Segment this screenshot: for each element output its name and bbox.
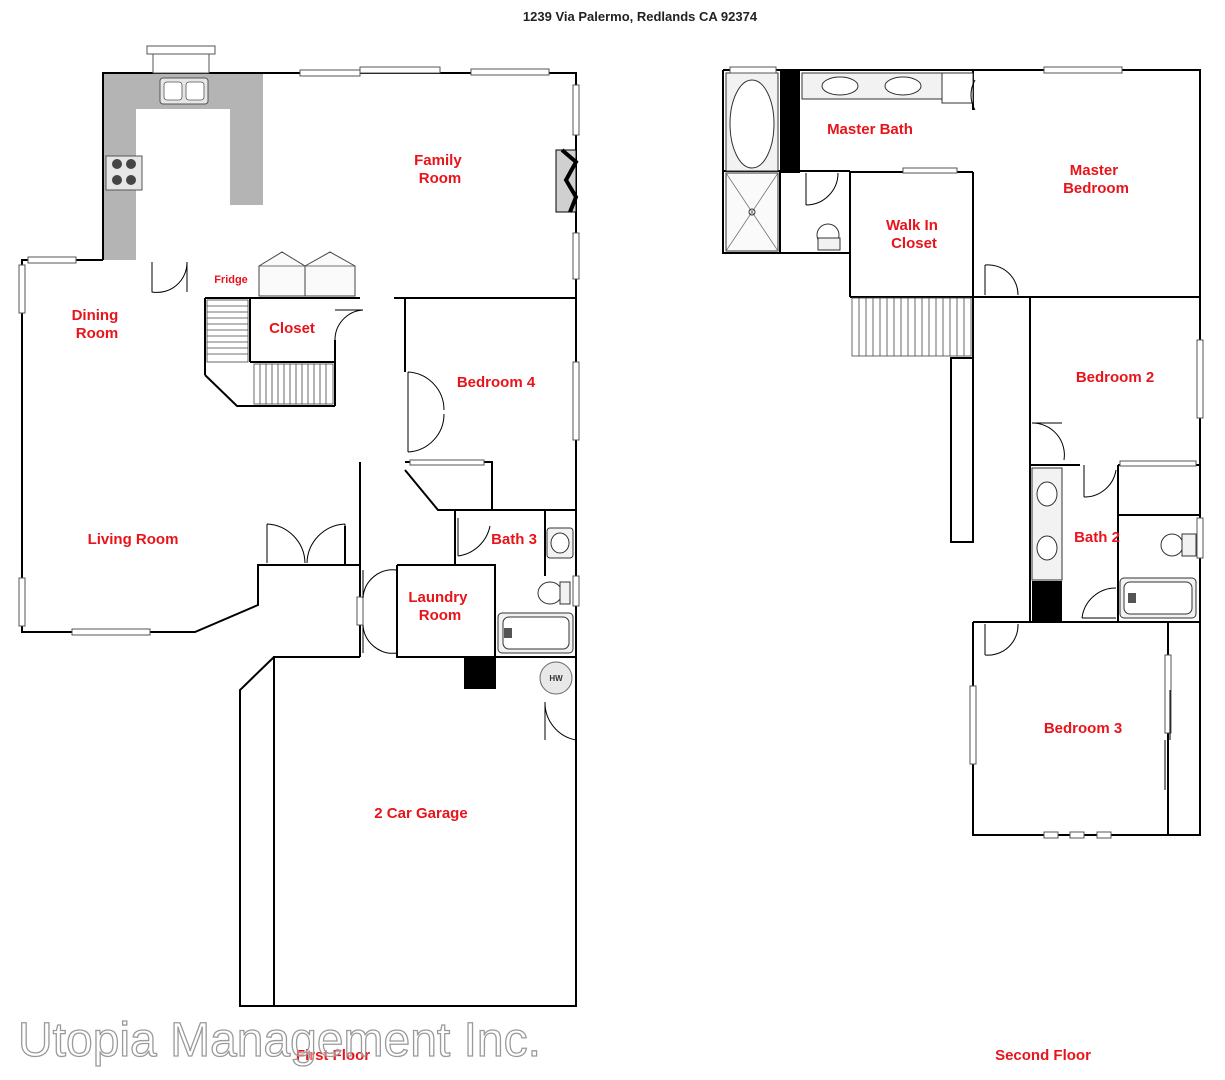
first-floor-label: First Floor <box>296 1047 370 1064</box>
first-floor: HW Family Room Dining Room Fridge Closet… <box>18 45 580 1064</box>
room-label-bedroom-3: Bedroom 3 <box>1044 720 1122 737</box>
room-label-bedroom-4: Bedroom 4 <box>457 374 536 391</box>
fireplace <box>555 148 579 213</box>
stairs-second <box>851 297 972 357</box>
room-label-bedroom-2: Bedroom 2 <box>1076 369 1154 386</box>
room-label-laundry-room: Laundry Room <box>408 589 471 624</box>
watermark: Utopia Management Inc. <box>18 1014 541 1067</box>
water-heater-label: HW <box>549 674 563 683</box>
chimney-block <box>464 657 496 689</box>
doors-second <box>805 79 1171 790</box>
room-label-walk-in-closet: Walk In Closet <box>886 217 942 252</box>
room-label-bath-3: Bath 3 <box>491 531 537 548</box>
page-title: 1239 Via Palermo, Redlands CA 92374 <box>523 9 758 24</box>
fridge-area <box>258 251 356 297</box>
room-label-fridge: Fridge <box>214 274 248 286</box>
room-label-master-bath: Master Bath <box>827 121 913 138</box>
water-heater-icon <box>539 661 573 695</box>
room-label-closet: Closet <box>269 320 315 337</box>
room-label-dining-room: Dining Room <box>72 307 123 342</box>
room-label-family-room: Family Room <box>414 152 466 187</box>
second-floor: Master Bath Master Bedroom Walk In Close… <box>722 66 1204 1064</box>
room-label-master-bedroom: Master Bedroom <box>1063 162 1129 197</box>
stove <box>105 155 143 191</box>
room-label-garage: 2 Car Garage <box>374 805 467 822</box>
stairs-first <box>206 299 334 405</box>
kitchen <box>103 73 263 260</box>
room-label-bath-2: Bath 2 <box>1074 529 1120 546</box>
room-label-living-room: Living Room <box>88 531 179 548</box>
doors-first <box>151 261 577 741</box>
second-floor-label: Second Floor <box>995 1047 1091 1064</box>
